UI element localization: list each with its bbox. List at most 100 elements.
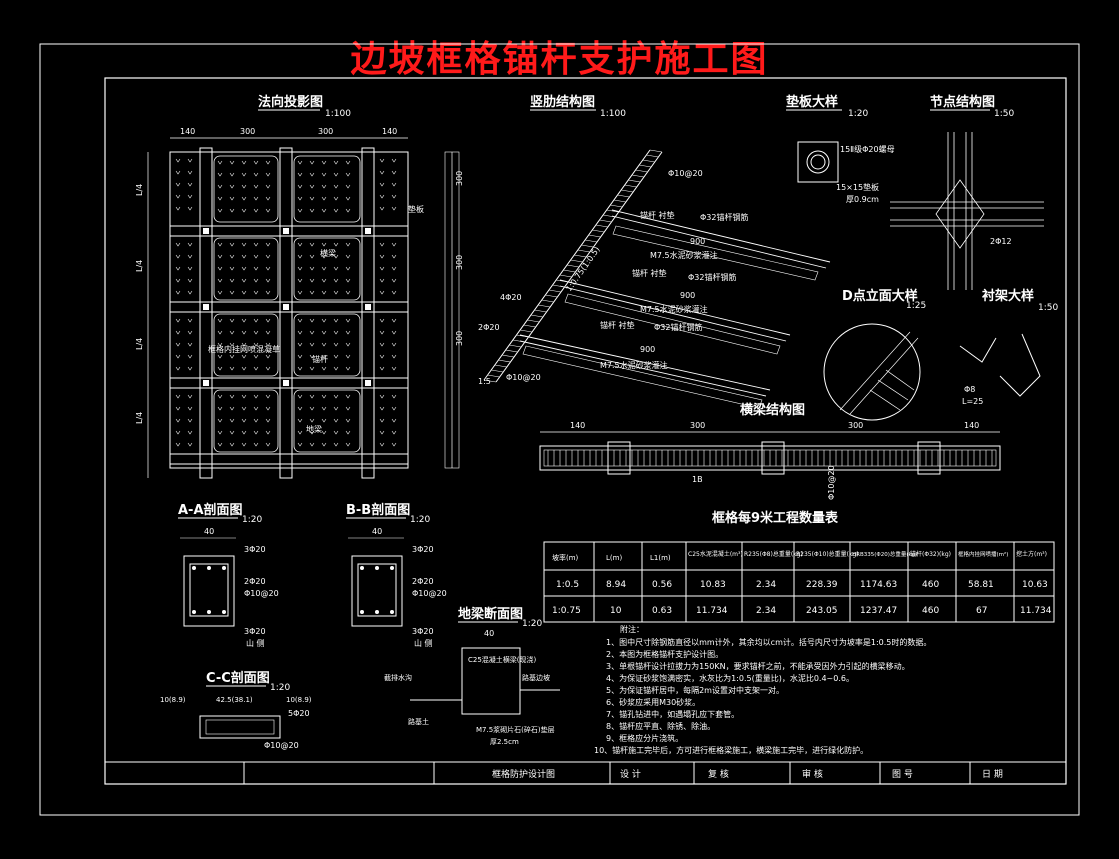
grass-mark: [253, 184, 259, 189]
grass-mark: [321, 266, 327, 271]
grass-mark: [379, 318, 385, 323]
rib-row1-bar: Φ32锚杆钢筋: [700, 212, 748, 222]
grass-mark: [345, 342, 351, 347]
grass-mark: [379, 290, 385, 295]
grass-mark: [265, 318, 271, 323]
grass-mark: [379, 406, 385, 411]
grass-mark: [187, 290, 193, 295]
grass-mark: [187, 406, 193, 411]
rib-stirrup: [592, 229, 605, 233]
grass-mark: [297, 290, 303, 295]
grass-mark: [333, 406, 339, 411]
grass-mark: [379, 206, 385, 211]
grass-mark: [379, 266, 385, 271]
rib-stirrup: [566, 264, 580, 268]
bb-dim-width: 40: [372, 527, 382, 536]
table-r1-c5: 2.34: [756, 580, 776, 590]
grass-mark: [265, 330, 271, 335]
grass-mark: [229, 330, 235, 335]
grass-mark: [253, 366, 259, 371]
grass-mark: [333, 418, 339, 423]
grass-mark: [391, 394, 397, 399]
note-5: 5、为保证锚杆居中，每隔2m设置对中支架一对。: [606, 685, 784, 695]
grass-mark: [229, 366, 235, 371]
grass-mark: [175, 182, 181, 187]
rib-stirrup: [646, 154, 659, 158]
rib-stirrup: [595, 224, 608, 228]
grass-mark: [175, 342, 181, 347]
grass-mark: [345, 394, 351, 399]
grass-mark: [265, 354, 271, 359]
grass-mark: [297, 418, 303, 423]
rib-structure-view: 竖肋结构图 1:100 锚杆 衬垫 Φ32锚杆钢筋 900 M7.5水泥砂浆灌注…: [478, 94, 831, 409]
table-r2-c1: 1:0.75: [552, 606, 581, 616]
grass-mark: [309, 184, 315, 189]
grass-mark: [345, 430, 351, 435]
grass-mark: [297, 242, 303, 247]
grass-mark: [333, 208, 339, 213]
grass-mark: [187, 242, 193, 247]
ground-beam-label4: M7.5浆砌片石(碎石)垫层: [476, 725, 555, 734]
ground-beam-view: 地梁断面图 1:20 40 C25混凝土横梁(现浇) 截排水沟 路基土 M7.5…: [384, 606, 560, 746]
grass-mark: [321, 418, 327, 423]
table-r2-c6: 243.05: [806, 606, 838, 616]
plan-label-fill: 框格内挂网喷混凝草: [208, 344, 280, 354]
ground-beam-width: 40: [484, 629, 494, 638]
grass-mark: [309, 278, 315, 283]
bb-title: B-B剖面图: [346, 502, 410, 518]
grass-mark: [321, 184, 327, 189]
note-4: 4、为保证砂浆饱满密实，水灰比为1:0.5(重量比)，水泥比0.4~0.6。: [606, 673, 854, 683]
ground-beam-label5: 厚2.5cm: [490, 738, 519, 746]
table-header-2: L(m): [606, 554, 622, 562]
grass-mark: [241, 406, 247, 411]
grass-mark: [265, 160, 271, 165]
d-point-detail-view: D点立面大样 1:25: [823, 288, 926, 421]
rib-stirrup: [642, 159, 655, 163]
grass-mark: [253, 290, 259, 295]
grass-mark: [309, 442, 315, 447]
rib-stirrup: [588, 234, 601, 238]
grass-mark: [309, 354, 315, 359]
aa-bar-2: 2Φ20: [244, 577, 266, 586]
aa-bar-1: 3Φ20: [244, 545, 266, 554]
notes-heading: 附注：: [620, 624, 644, 634]
aa-bar-4: 3Φ20: [244, 627, 266, 636]
rib-stirrup: [538, 304, 551, 308]
grass-mark: [253, 330, 259, 335]
pad-detail-view: 垫板大样 1:20 15Ⅱ级Φ20螺母 15×15垫板 厚0.9cm: [786, 94, 895, 204]
plan-view: 法向投影图 1:100 140 300 300 140: [135, 94, 464, 479]
grass-mark: [333, 318, 339, 323]
grass-mark: [265, 242, 271, 247]
rib-stirrup: [523, 324, 536, 328]
table-r2-c8: 460: [922, 606, 939, 616]
grass-mark: [175, 170, 181, 175]
grass-mark: [321, 172, 327, 177]
grass-mark: [175, 406, 181, 411]
note-10: 10、锚杆施工完毕后，方可进行框格梁施工，横梁施工完毕，进行绿化防护。: [594, 745, 868, 755]
beam-dim-1: 140: [570, 421, 585, 430]
table-r1-c9: 58.81: [968, 580, 994, 590]
outer-border: [39, 43, 1080, 816]
grass-mark: [309, 418, 315, 423]
grass-mark: [241, 254, 247, 259]
note-7: 7、锚孔钻进中，如遇塌孔应下套管。: [606, 709, 739, 719]
grass-mark: [333, 172, 339, 177]
grass-mark: [391, 330, 397, 335]
node-detail-view: 节点结构图 1:50 2Φ12: [890, 94, 1044, 290]
grass-mark: [379, 442, 385, 447]
grass-mark: [229, 418, 235, 423]
grass-mark: [321, 330, 327, 335]
grass-mark: [345, 418, 351, 423]
rib-stirrup: [498, 359, 511, 363]
grass-mark: [241, 184, 247, 189]
grass-mark: [297, 208, 303, 213]
grass-mark: [229, 254, 235, 259]
grass-mark: [265, 254, 271, 259]
bb-bar-1: 3Φ20: [412, 545, 434, 554]
table-header-1: 坡率(m): [552, 553, 579, 562]
grass-mark: [265, 442, 271, 447]
cc-bar-2: Φ10@20: [264, 741, 299, 750]
grass-mark: [321, 278, 327, 283]
grass-mark: [187, 182, 193, 187]
grass-mark: [345, 184, 351, 189]
